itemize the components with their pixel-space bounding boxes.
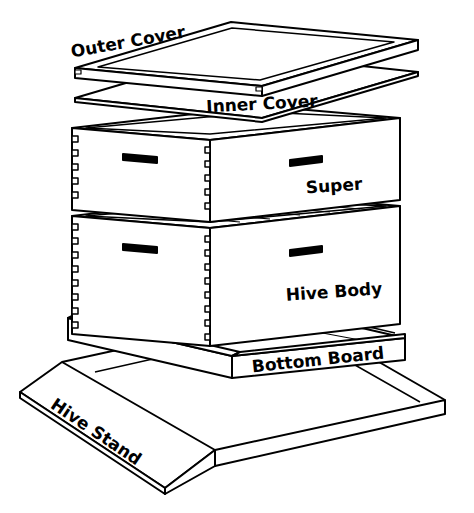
- body-handhold-left: [123, 244, 157, 253]
- body-left-face: [72, 216, 210, 346]
- super-handhold-right: [290, 156, 322, 166]
- body-right-face: [210, 206, 400, 346]
- outer-cover-left-face: [75, 68, 262, 96]
- outer-cover-right-face: [262, 40, 418, 96]
- stand-ramp: [20, 362, 215, 488]
- outer-cover-joints: [75, 70, 262, 91]
- super-joints-left: [72, 136, 78, 198]
- body-handhold-right: [290, 246, 322, 256]
- super-handhold-left: [123, 154, 157, 163]
- body-joints-left: [72, 224, 78, 328]
- part-label: Super: [305, 176, 362, 197]
- stand-front-rail: [215, 400, 445, 466]
- super-joints-front: [205, 147, 210, 209]
- super-left-face: [72, 128, 210, 222]
- stand-ramp-end: [165, 450, 215, 494]
- super: [72, 106, 400, 222]
- stand-ramp-edge: [20, 392, 165, 494]
- body-joints-front: [205, 236, 210, 340]
- super-right-face: [210, 118, 400, 222]
